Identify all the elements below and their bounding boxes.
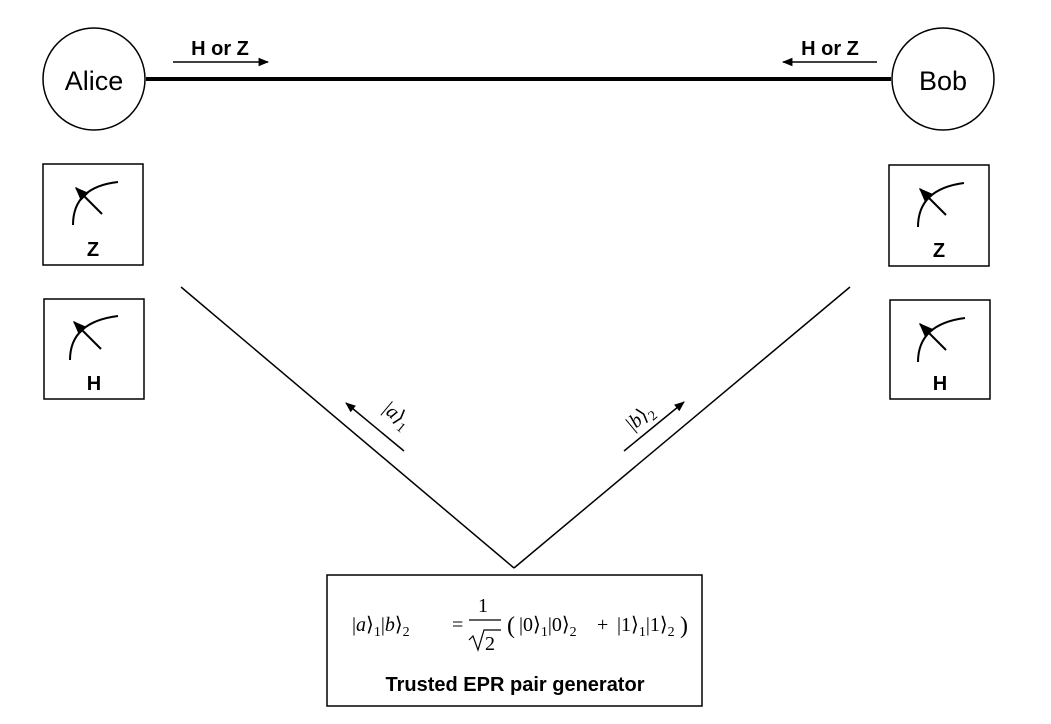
alice-h-label: H <box>87 373 101 395</box>
fraction-numerator: 1 <box>478 595 488 617</box>
svg-text:|a⟩1|b⟩2: |a⟩1|b⟩2 <box>352 614 410 640</box>
alice-z-label: Z <box>87 239 99 261</box>
alice-h-detector: H <box>43 298 145 400</box>
bob-state-arrow <box>623 401 685 452</box>
sqrt-argument: 2 <box>485 633 495 655</box>
svg-text:): ) <box>680 613 688 639</box>
bob-h-detector: H <box>889 299 991 400</box>
alice-basis-announce-label: H or Z <box>191 38 249 60</box>
svg-text:+: + <box>597 614 608 636</box>
bob-node: Bob <box>891 27 995 131</box>
bob-z-label: Z <box>933 240 945 262</box>
svg-text:|1⟩1|1⟩2: |1⟩1|1⟩2 <box>617 614 675 640</box>
bob-z-detector: Z <box>888 164 990 267</box>
alice-label: Alice <box>65 66 124 96</box>
svg-text:(: ( <box>507 613 515 639</box>
alice-state-label: |a⟩1 <box>376 398 415 436</box>
source-title: Trusted EPR pair generator <box>386 674 645 696</box>
svg-text:|a⟩1: |a⟩1 <box>376 398 415 436</box>
sqrt-symbol <box>468 629 501 652</box>
epr-state-equation: |a⟩1|b⟩2 = 1 2 ( |0⟩1|0⟩2 + |1⟩1|1⟩2 ) <box>352 595 688 655</box>
alice-state-arrow <box>345 402 405 452</box>
bob-basis-announce-label: H or Z <box>801 38 859 60</box>
alice-node: Alice <box>42 27 146 131</box>
epr-source-box: |a⟩1|b⟩2 = 1 2 ( |0⟩1|0⟩2 + |1⟩1|1⟩2 ) T… <box>326 574 703 707</box>
alice-beam-path <box>180 286 515 569</box>
alice-z-detector: Z <box>42 163 144 266</box>
svg-text:|b⟩2: |b⟩2 <box>622 400 661 438</box>
bob-beam-path <box>513 286 851 569</box>
bob-state-label: |b⟩2 <box>622 400 661 438</box>
bob-h-label: H <box>933 373 947 395</box>
bob-label: Bob <box>919 66 967 96</box>
svg-text:|0⟩1|0⟩2: |0⟩1|0⟩2 <box>519 614 577 640</box>
svg-text:=: = <box>452 614 463 636</box>
